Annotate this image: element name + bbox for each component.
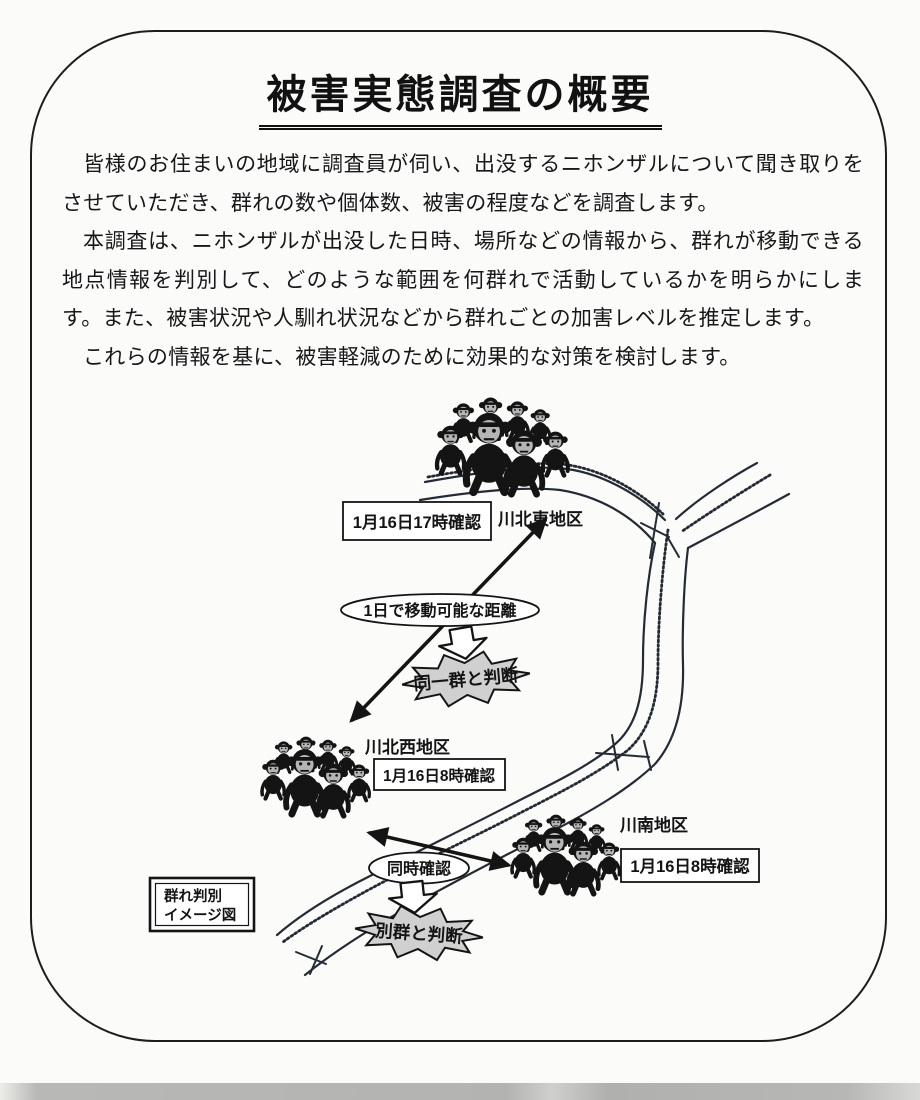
page-title: 被害実態調査の概要	[258, 62, 662, 130]
legend-box: 群れ判別 イメージ図	[148, 876, 256, 933]
area-label-west: 川北西地区	[364, 737, 450, 757]
intro-paragraph-2: 本調査は、ニホンザルが出没した日時、場所などの情報から、群れが移動できる地点情報…	[62, 230, 864, 330]
sighting-label-box-west: 1月16日8時確認	[373, 758, 506, 791]
svg-text:同時確認: 同時確認	[387, 859, 451, 878]
simultaneous-oval-label: 同時確認	[368, 851, 470, 885]
down-block-arrow-icon-2	[386, 878, 440, 917]
svg-text:イメージ図: イメージ図	[164, 907, 236, 924]
simultaneous-double-arrow	[366, 827, 512, 871]
svg-text:1月16日8時確認: 1月16日8時確認	[383, 766, 495, 785]
scan-edge-artifact	[0, 1083, 920, 1100]
monkey-troop-icon-west	[262, 737, 369, 816]
bridge-mark-lower	[295, 945, 327, 975]
svg-text:1日で移動可能な距離: 1日で移動可能な距離	[364, 601, 517, 620]
bridge-mark-confluence	[640, 502, 680, 559]
intro-paragraph-1: 皆様のお住まいの地域に調査員が伺い、出没するニホンザルについて聞き取りをさせてい…	[62, 153, 864, 215]
svg-text:1月16日17時確認: 1月16日17時確認	[353, 512, 482, 532]
different-group-burst: 別群と判断	[352, 901, 486, 965]
body-text: 皆様のお住まいの地域に調査員が伺い、出没するニホンザルについて聞き取りをさせてい…	[62, 146, 864, 377]
distance-oval-label: 1日で移動可能な距離	[340, 593, 540, 627]
intro-paragraph-3: これらの情報を基に、被害軽減のために効果的な対策を検討します。	[83, 345, 741, 369]
monkey-troop-icon-south	[512, 815, 619, 894]
bridge-mark-bend	[595, 734, 652, 771]
sighting-label-box-south: 1月16日8時確認	[620, 848, 760, 883]
svg-text:群れ判別: 群れ判別	[164, 887, 222, 905]
svg-text:1月16日8時確認: 1月16日8時確認	[630, 856, 750, 876]
document-rounded-border	[30, 30, 887, 1042]
page-title-wrap: 被害実態調査の概要	[0, 62, 920, 130]
area-label-north: 川北東地区	[497, 509, 583, 529]
river	[275, 461, 791, 977]
sighting-label-box-north: 1月16日17時確認	[342, 501, 492, 541]
monkey-troop-icon-north	[437, 397, 568, 494]
area-label-south: 川南地区	[619, 815, 688, 835]
same-group-burst: 同一群と判断	[399, 646, 533, 712]
